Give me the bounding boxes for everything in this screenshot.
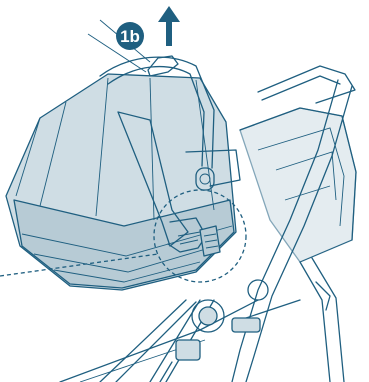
arrow-up-icon [158,6,180,46]
release-lever [200,226,220,256]
step-label: 1b [120,27,140,46]
step-indicator: 1b [116,6,180,50]
